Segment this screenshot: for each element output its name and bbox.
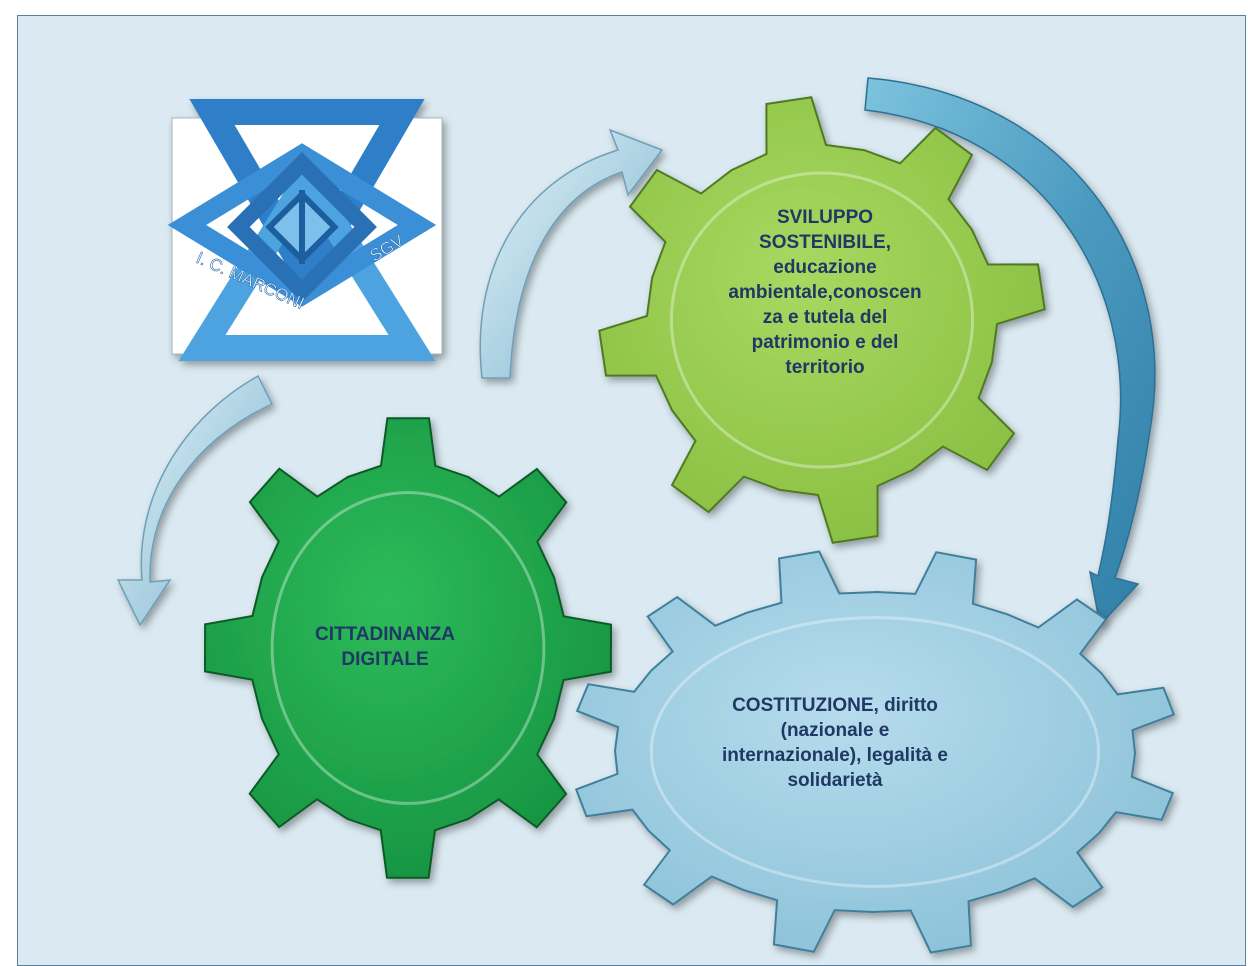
gear-inner-ring — [670, 171, 974, 469]
gear-body — [598, 96, 1046, 544]
gear-sviluppo-sostenibile — [598, 96, 1046, 544]
arrow-sviluppo-to-costituzione — [864, 77, 1156, 627]
label-line: (nazionale e — [780, 720, 890, 741]
label-line: territorio — [785, 357, 865, 378]
label-line: patrimonio e del — [751, 332, 899, 353]
school-logo: I. C. MARCONI SGV — [167, 99, 443, 361]
gear-costituzione — [574, 550, 1176, 954]
gear-body — [203, 417, 613, 879]
label-line: educazione — [773, 257, 877, 278]
gear-inner-ring — [270, 491, 546, 805]
arrow-logo-to-sviluppo — [479, 128, 664, 379]
label-line: CITTADINANZA — [314, 624, 455, 645]
label-line: internazionale), legalità e — [722, 745, 948, 766]
gear-inner-ring — [649, 616, 1101, 888]
label-costituzione: COSTITUZIONE, diritto (nazionale e inter… — [700, 693, 970, 793]
label-sviluppo: SVILUPPO SOSTENIBILE, educazione ambient… — [700, 205, 950, 380]
label-line: SVILUPPO — [776, 207, 874, 228]
label-cittadinanza: CITTADINANZA DIGITALE — [300, 622, 470, 672]
label-line: ambientale,conoscen — [728, 282, 922, 303]
gear-cittadinanza-digitale — [203, 417, 613, 879]
label-line: SOSTENIBILE, — [759, 232, 891, 253]
label-line: DIGITALE — [341, 649, 429, 670]
label-line: solidarietà — [787, 770, 883, 791]
label-line: za e tutela del — [762, 307, 888, 328]
arrow-logo-to-cittadinanza — [116, 374, 274, 627]
label-line: COSTITUZIONE, diritto — [732, 695, 938, 716]
